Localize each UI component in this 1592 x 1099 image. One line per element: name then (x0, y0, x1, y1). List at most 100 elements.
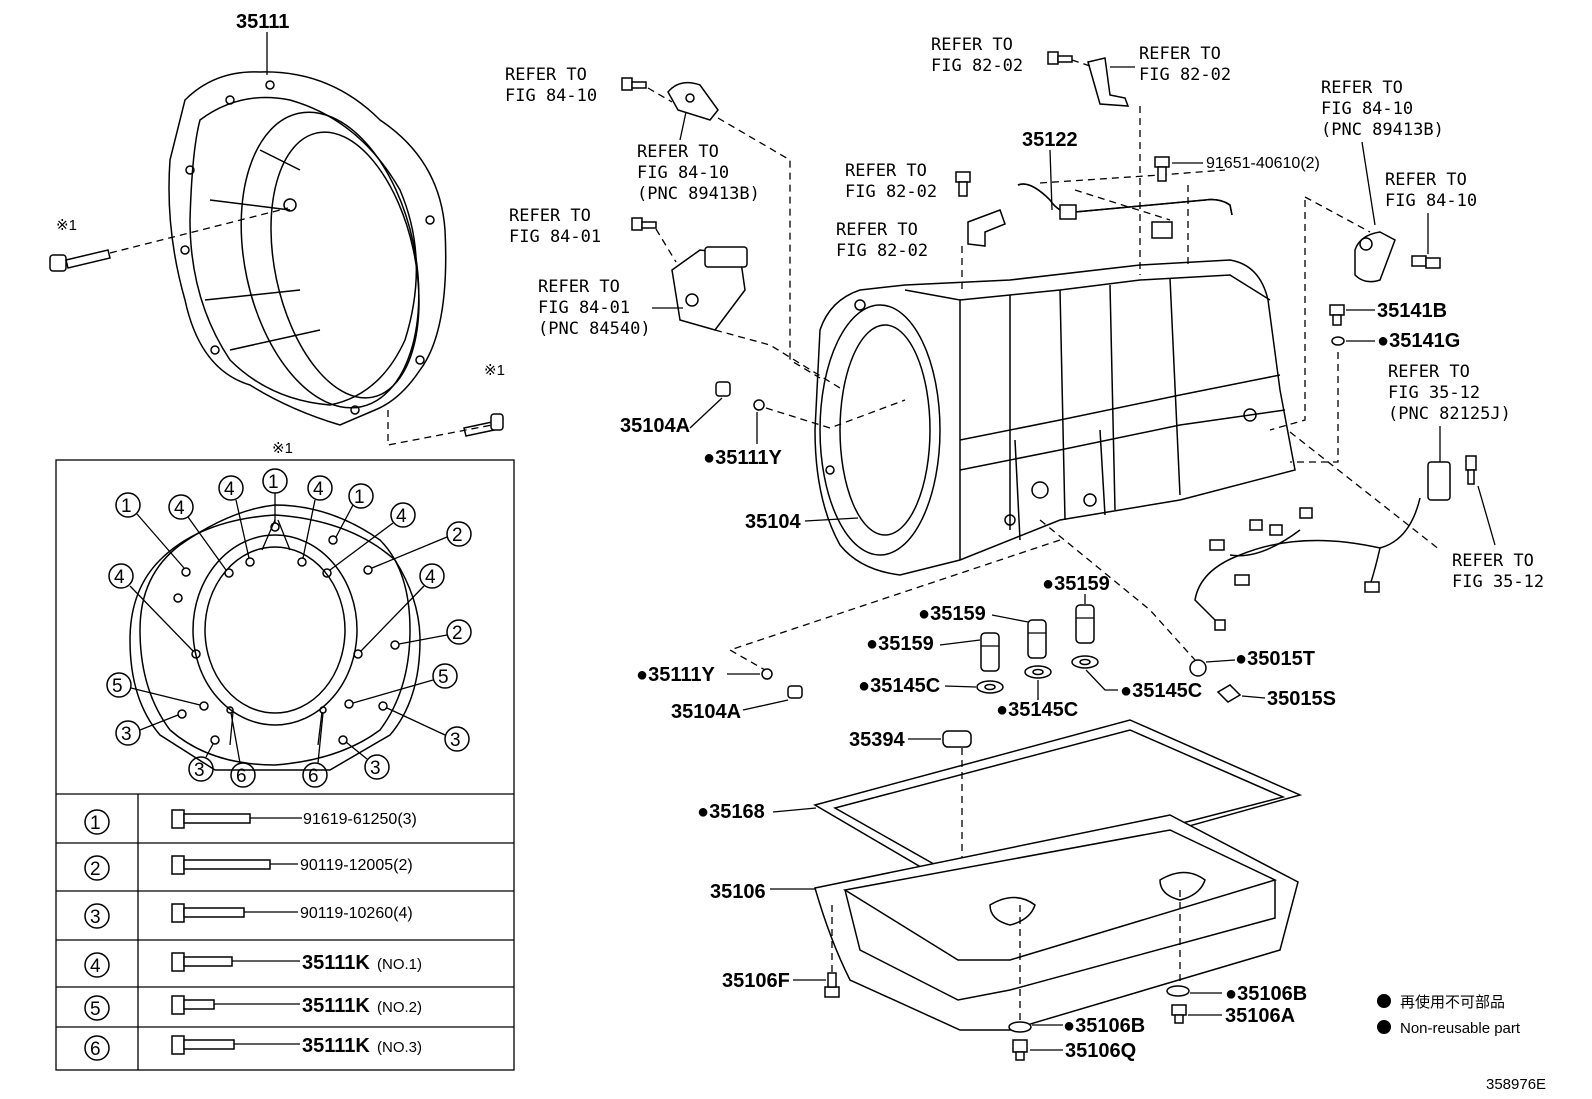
bolt-table-row[interactable]: 5 35111K (NO.2) (84, 995, 422, 1021)
svg-text:5: 5 (90, 999, 101, 1020)
svg-text:REFER TO: REFER TO (538, 277, 620, 297)
refer-callout[interactable]: REFER TO FIG 82-02 (836, 220, 928, 261)
callout-circle: 3 (188, 743, 214, 782)
note-mark-detail: ※1 (272, 440, 293, 457)
bolt-table-row[interactable]: 6 35111K (NO.3) (84, 1035, 422, 1061)
label-35159-c: ●35159 (866, 633, 934, 655)
refer-callout[interactable]: REFER TO FIG 82-02 (1139, 44, 1231, 85)
bolt-icon[interactable] (1047, 51, 1073, 65)
speed-sensor-icon[interactable] (667, 81, 719, 121)
washer-icon[interactable] (1024, 665, 1052, 679)
oil-pipe-35122[interactable] (1017, 183, 1233, 239)
filter-plug-icon[interactable] (1216, 684, 1242, 703)
svg-text:FIG 84-10: FIG 84-10 (1385, 191, 1477, 211)
o-ring-icon[interactable] (753, 399, 765, 411)
washer-icon[interactable] (1331, 336, 1345, 346)
label-35141B: 35141B (1377, 300, 1447, 322)
neutral-switch-icon[interactable] (671, 246, 748, 331)
label-35106A: 35106A (1225, 1005, 1295, 1027)
bell-housing-35111[interactable] (168, 71, 447, 426)
bolt-icon[interactable] (1465, 455, 1477, 485)
bolt-icon (171, 903, 245, 923)
drain-plug-icon[interactable] (1171, 1004, 1187, 1024)
svg-text:REFER TO: REFER TO (505, 65, 587, 85)
svg-text:(PNC 82125J): (PNC 82125J) (1388, 404, 1511, 424)
refer-callout[interactable]: REFER TO FIG 82-02 (845, 161, 937, 202)
bracket-icon[interactable] (967, 209, 1006, 247)
bolt-icon[interactable] (631, 217, 657, 231)
bolt-icon[interactable] (621, 77, 647, 91)
bolt-icon[interactable] (955, 171, 971, 197)
callout-circle: 4 (302, 475, 333, 559)
refer-callout[interactable]: REFER TO FIG 84-10 (505, 65, 597, 106)
bolt-icon[interactable] (463, 413, 504, 437)
drain-plug-icon[interactable] (1012, 1039, 1028, 1061)
plug-icon[interactable] (715, 381, 731, 397)
label-35106F: 35106F (722, 970, 790, 992)
legend-line-jp: 再使用不可部品 (1400, 994, 1505, 1011)
solenoid-icon[interactable] (980, 632, 1000, 672)
solenoid-icon[interactable] (1075, 604, 1095, 644)
bolt-icon (171, 809, 251, 829)
solenoid-icon[interactable] (1027, 619, 1047, 659)
refer-callout[interactable]: REFER TO FIG 82-02 (931, 35, 1023, 76)
bolt-icon (171, 995, 215, 1015)
svg-text:FIG 82-02: FIG 82-02 (1139, 65, 1231, 85)
bolt-icon[interactable] (1329, 304, 1345, 326)
svg-text:5: 5 (112, 676, 123, 697)
label-35106B-left: ●35106B (1063, 1015, 1145, 1037)
transmission-case-35104[interactable] (814, 259, 1296, 576)
svg-text:3: 3 (90, 907, 101, 928)
svg-text:4: 4 (174, 498, 185, 519)
callout-circle: 2 (371, 521, 472, 569)
washer-icon[interactable] (1071, 655, 1099, 669)
bolt-pattern-panel (55, 459, 515, 1071)
svg-text:4: 4 (224, 479, 235, 500)
bolt-icon[interactable] (49, 249, 111, 272)
figure-code: 358976E (1486, 1076, 1546, 1093)
label-35111Y-lower: ●35111Y (636, 664, 715, 686)
svg-text:REFER TO: REFER TO (1321, 78, 1403, 98)
callout-circle: 3 (386, 707, 470, 752)
callout-circle: 6 (302, 712, 328, 788)
bolt-icon[interactable] (1411, 255, 1441, 269)
refer-callout[interactable]: REFER TO FIG 84-01 (PNC 84540) (538, 277, 651, 339)
oil-pan-gasket-35168[interactable] (813, 719, 1303, 891)
callout-circle: 1 (262, 468, 288, 523)
label-35159-a: ●35159 (1042, 573, 1110, 595)
bracket-icon[interactable] (1087, 57, 1130, 107)
svg-text:4: 4 (90, 956, 101, 977)
svg-text:1: 1 (90, 813, 101, 834)
label-35111: 35111 (236, 11, 289, 33)
washer-icon[interactable] (976, 680, 1004, 694)
label-35104A-lower: 35104A (671, 701, 741, 723)
oil-pan-35106[interactable] (814, 814, 1299, 1031)
o-ring-icon[interactable] (761, 668, 773, 680)
label-91651: 91651-40610(2) (1206, 155, 1320, 172)
callout-circle: 3 (115, 714, 179, 746)
callout-circle: 1 (335, 483, 374, 538)
refer-callout[interactable]: REFER TO FIG 35-12 (PNC 82125J) (1388, 362, 1511, 424)
svg-text:FIG 82-02: FIG 82-02 (845, 182, 937, 202)
bolt-table-row[interactable]: 3 90119-10260(4) (84, 903, 413, 929)
bolt-icon[interactable] (1154, 156, 1170, 182)
svg-text:91619-61250(3): 91619-61250(3) (303, 811, 417, 828)
bolt-table-row[interactable]: 2 90119-12005(2) (84, 855, 413, 881)
bolt-table-row[interactable]: 4 35111K (NO.1) (84, 952, 422, 978)
bolt-table-row[interactable]: 1 91619-61250(3) (84, 809, 417, 835)
speed-sensor-icon[interactable] (1354, 231, 1396, 283)
refer-callout[interactable]: REFER TO FIG 84-10 (1385, 170, 1477, 211)
refer-callout[interactable]: REFER TO FIG 84-10 (PNC 89413B) (1321, 78, 1444, 140)
wire-harness-icon[interactable] (1194, 461, 1451, 631)
washer-icon[interactable] (1008, 1021, 1032, 1033)
refer-callout[interactable]: REFER TO FIG 35-12 (1452, 551, 1544, 592)
o-ring-icon[interactable] (1189, 659, 1207, 677)
svg-text:4: 4 (313, 479, 324, 500)
oil-strainer-35394[interactable] (942, 730, 972, 748)
refer-callout[interactable]: REFER TO FIG 84-01 (509, 206, 601, 247)
svg-text:3: 3 (450, 730, 461, 751)
washer-icon[interactable] (1166, 985, 1190, 997)
bolt-icon[interactable] (824, 972, 840, 998)
plug-icon[interactable] (787, 685, 803, 699)
refer-callout[interactable]: REFER TO FIG 84-10 (PNC 89413B) (637, 142, 760, 204)
